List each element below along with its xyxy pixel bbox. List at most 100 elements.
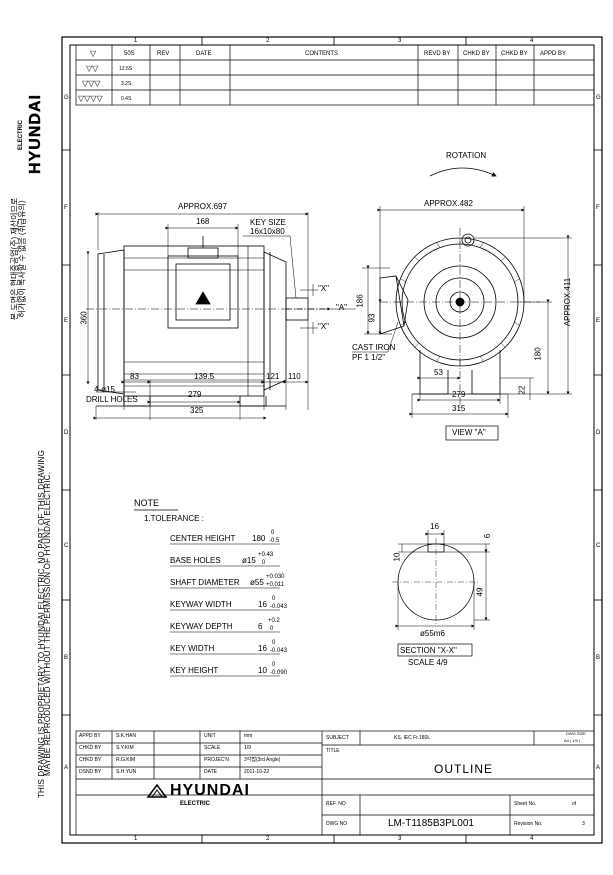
section-diameter: ø55m6 [420, 629, 445, 638]
tb-scale-value: 1/9 [244, 745, 251, 751]
rev-header-rev: REV [157, 51, 170, 57]
grid-row-d-left: D [64, 430, 69, 436]
grid-col-1-top: 1 [134, 38, 138, 44]
tb-sheet-no-label: Sheet No. [514, 801, 537, 807]
tb-date-value: 2011-10-22 [244, 769, 270, 775]
cast-iron-pf-label: PF 1 1/2" [352, 353, 386, 362]
tb-appd-by-name: S.K.HAN [116, 733, 137, 739]
grid-row-a-right: A [596, 765, 601, 771]
note-title: NOTE [134, 498, 160, 508]
grid-col-2-bottom: 2 [266, 836, 270, 842]
title-block-brand: HYUNDAI [170, 782, 250, 799]
tb-dsnd-by-name: S.H.YUN [116, 769, 137, 775]
grid-row-g-right: G [596, 95, 601, 101]
tb-appd-by-label: APPD BY [79, 733, 101, 739]
rev-header-date: DATE [196, 51, 212, 57]
tb-revision-no-label: Revision No. [514, 821, 543, 827]
grid-col-4-top: 4 [530, 38, 534, 44]
tb-dwg-no-label: DWG NO [326, 821, 348, 827]
section-marker-x-top: "X" [318, 284, 330, 293]
rev-row-2-value: 3.2S [121, 81, 132, 87]
grid-row-d-right: D [596, 430, 601, 436]
grid-row-b-right: B [596, 655, 601, 661]
dim-279-side: 279 [188, 390, 202, 399]
tb-revision-no-value: 3 [582, 821, 585, 827]
dim-121: 121 [266, 372, 280, 381]
rev-row-3-symbol: ▽▽▽▽ [78, 94, 103, 103]
grid-col-3-bottom: 3 [398, 836, 402, 842]
tb-sheet-of: of [572, 801, 577, 807]
grid-row-f-left: F [64, 205, 68, 211]
view-marker-a: "A" [336, 303, 348, 312]
tb-scale-label: SCALE [204, 745, 221, 751]
section-xx-title: SECTION "X-X" [400, 646, 457, 655]
dim-315: 315 [452, 404, 466, 413]
tb-dsnd-by-label: DSND BY [79, 769, 102, 775]
tb-chkd-by-name-2: R.G.KIM [116, 757, 136, 763]
section-marker-x-bottom: "X" [318, 322, 330, 331]
drill-holes-label: DRILL HOLES [86, 395, 138, 404]
rev-row-3-value: 0.4S [121, 96, 132, 102]
tb-projection-label: PROJEC'N [204, 757, 229, 763]
grid-row-e-right: E [596, 318, 601, 324]
grid-row-e-left: E [64, 318, 69, 324]
tb-unit-label: UNIT [204, 733, 216, 739]
rev-row-1-symbol: ▽▽ [86, 64, 99, 73]
cast-iron-label: CAST IRON [352, 343, 396, 352]
tb-subject-label: SUBJECT [326, 735, 349, 741]
rev-header-chkd-by-1: CHKD BY [463, 51, 490, 57]
rev-row-2-symbol: ▽▽▽ [82, 79, 101, 88]
tb-chkd-by-label-1: CHKD BY [79, 745, 102, 751]
tb-date-label: DATE [204, 769, 217, 775]
view-a-label: VIEW "A" [452, 428, 486, 437]
grid-col-2-top: 2 [266, 38, 270, 44]
rev-header-contents: CONTENTS [305, 51, 338, 57]
dim-83: 83 [130, 372, 139, 381]
dim-110: 110 [288, 372, 301, 381]
dim-approx-697: APPROX.697 [178, 202, 227, 211]
grid-row-c-left: C [64, 543, 69, 549]
tb-dwg-size-value: A4 | 1/9 | [564, 738, 580, 743]
grid-row-c-right: C [596, 543, 601, 549]
drill-holes-count: 4-ø15 [94, 385, 115, 394]
dim-key-size-value: 16x10x80 [250, 227, 285, 236]
tb-chkd-by-name-1: S.Y.KIM [116, 745, 134, 751]
dim-168: 168 [196, 217, 210, 226]
tb-chkd-by-label-2: CHKD BY [79, 757, 102, 763]
grid-row-b-left: B [64, 655, 69, 661]
title-block-brand-sub: ELECTRIC [180, 801, 210, 807]
rev-header-appd-by: APPD BY [540, 51, 567, 57]
hyundai-triangle-icon [146, 783, 168, 798]
grid-row-f-right: F [596, 205, 600, 211]
title-block-logo: HYUNDAI ELECTRIC [140, 781, 260, 833]
rev-header-chkd-by-2: CHKD BY [501, 51, 528, 57]
grid-row-a-left: A [64, 765, 69, 771]
tb-ref-no-label: REF. NO [326, 801, 346, 807]
grid-col-4-bottom: 4 [530, 836, 534, 842]
tb-dwg-size-label: DWG SIZE [566, 731, 586, 736]
rotation-label: ROTATION [446, 151, 487, 160]
rev-header-50s: 50S [124, 51, 135, 57]
grid-col-1-bottom: 1 [134, 836, 138, 842]
rev-row-1-value: 12.5S [119, 66, 133, 72]
rev-header-revd-by: REVD BY [424, 51, 451, 57]
tb-title-label: TITLE [326, 748, 340, 754]
tb-projection-value: 3각법(3rd Angle) [244, 757, 281, 763]
rev-header-symbol: ▽ [90, 49, 97, 58]
dim-139-5: 139.5 [194, 372, 215, 381]
grid-col-3-top: 3 [398, 38, 402, 44]
dim-approx-482: APPROX.482 [424, 199, 473, 208]
dim-53: 53 [434, 368, 443, 377]
dim-325: 325 [190, 406, 204, 415]
tb-title-value: OUTLINE [434, 762, 494, 776]
dim-279-end: 279 [452, 390, 466, 399]
section-dim-16: 16 [430, 522, 439, 531]
grid-row-g-left: G [64, 95, 69, 101]
tb-subject-value: KS, IEC Fr.180L [394, 735, 431, 741]
tb-dwg-no-value: LM-T1185B3PL001 [388, 818, 474, 829]
dim-key-size-label: KEY SIZE [250, 218, 286, 227]
note-tolerance-heading: 1.TOLERANCE : [144, 514, 204, 523]
